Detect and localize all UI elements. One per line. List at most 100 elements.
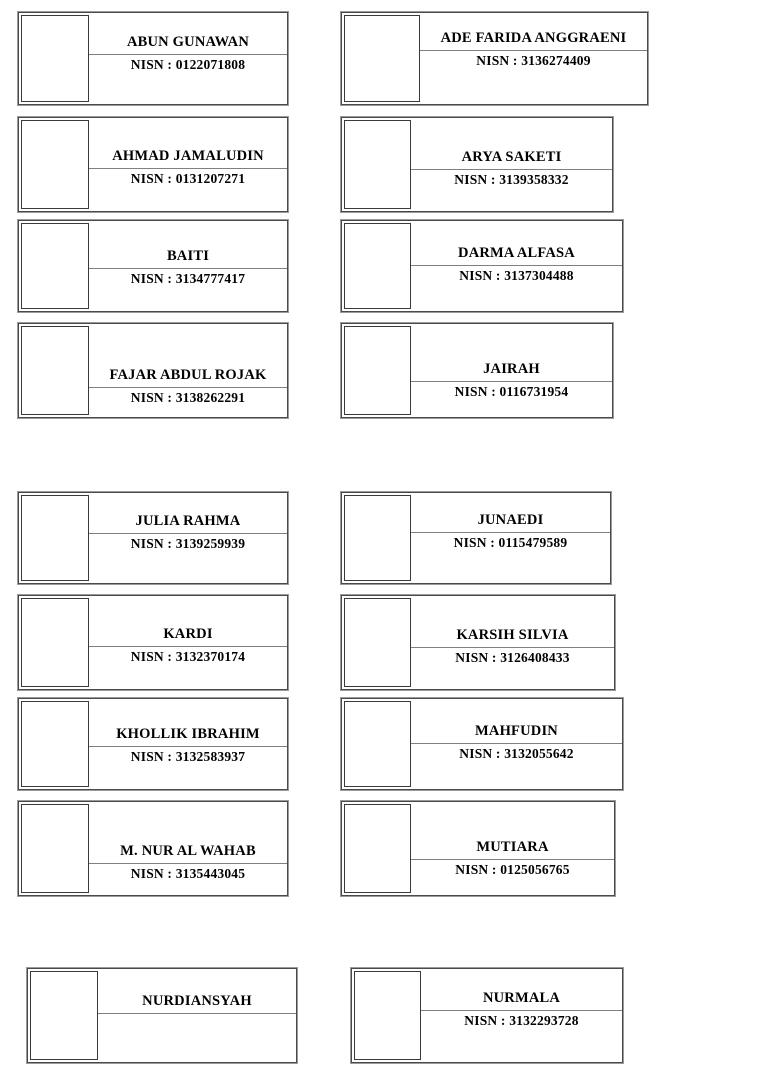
student-nisn: NISN : 3132293728 [464, 1012, 579, 1028]
photo-placeholder [21, 15, 89, 102]
student-name: KARSIH SILVIA [411, 596, 614, 648]
card-info: JAIRAH NISN : 0116731954 [411, 324, 612, 417]
student-name: KARDI [89, 596, 287, 647]
card-row: AHMAD JAMALUDIN NISN : 0131207271 ARYA S… [0, 117, 768, 220]
card-inner: JULIA RAHMA NISN : 3139259939 [19, 493, 287, 583]
card-row: M. NUR AL WAHAB NISN : 3135443045 MUTIAR… [0, 801, 768, 904]
student-nisn: NISN : 3136274409 [476, 52, 591, 68]
student-name: NURMALA [421, 969, 622, 1011]
card-inner: KARSIH SILVIA NISN : 3126408433 [342, 596, 614, 689]
student-card[interactable]: MAHFUDIN NISN : 3132055642 [341, 698, 623, 790]
card-info: ARYA SAKETI NISN : 3139358332 [411, 118, 612, 211]
photo-placeholder [21, 701, 89, 787]
student-name: M. NUR AL WAHAB [89, 802, 287, 864]
card-info: KARSIH SILVIA NISN : 3126408433 [411, 596, 614, 689]
student-card[interactable]: ARYA SAKETI NISN : 3139358332 [341, 117, 613, 212]
student-card[interactable]: KARSIH SILVIA NISN : 3126408433 [341, 595, 615, 690]
photo-placeholder [21, 495, 89, 581]
student-card[interactable]: ADE FARIDA ANGGRAENI NISN : 3136274409 [341, 12, 648, 105]
photo-placeholder [344, 326, 411, 415]
photo-placeholder [344, 598, 411, 687]
student-nisn: NISN : 3139358332 [454, 171, 569, 187]
student-card[interactable]: JUNAEDI NISN : 0115479589 [341, 492, 611, 584]
student-nisn: NISN : 3126408433 [455, 649, 570, 665]
card-group-2: JULIA RAHMA NISN : 3139259939 JUNAEDI NI… [0, 492, 768, 904]
photo-placeholder [344, 223, 411, 309]
student-name: AHMAD JAMALUDIN [89, 118, 287, 169]
student-name: FAJAR ABDUL ROJAK [89, 324, 287, 388]
photo-placeholder [21, 804, 89, 893]
student-card[interactable]: NURDIANSYAH [27, 968, 297, 1063]
student-nisn: NISN : 3132583937 [130, 748, 246, 764]
card-group-3: NURDIANSYAH NURMALA NISN : 3132293728 [0, 968, 768, 1071]
card-inner: NURDIANSYAH [28, 969, 296, 1062]
photo-placeholder [21, 223, 89, 309]
photo-placeholder [21, 120, 89, 209]
student-card[interactable]: AHMAD JAMALUDIN NISN : 0131207271 [18, 117, 288, 212]
student-name: KHOLLIK IBRAHIM [89, 699, 287, 747]
student-nisn: NISN : 3137304488 [459, 267, 574, 283]
student-card[interactable]: JAIRAH NISN : 0116731954 [341, 323, 613, 418]
photo-placeholder [344, 804, 411, 893]
card-info: JULIA RAHMA NISN : 3139259939 [89, 493, 287, 583]
card-inner: BAITI NISN : 3134777417 [19, 221, 287, 311]
student-name: ADE FARIDA ANGGRAENI [420, 13, 647, 51]
photo-placeholder [344, 15, 420, 102]
student-card[interactable]: M. NUR AL WAHAB NISN : 3135443045 [18, 801, 288, 896]
card-row: KARDI NISN : 3132370174 KARSIH SILVIA NI… [0, 595, 768, 698]
card-row: FAJAR ABDUL ROJAK NISN : 3138262291 JAIR… [0, 323, 768, 426]
student-card[interactable]: DARMA ALFASA NISN : 3137304488 [341, 220, 623, 312]
card-inner: ADE FARIDA ANGGRAENI NISN : 3136274409 [342, 13, 647, 104]
student-name: BAITI [89, 221, 287, 269]
student-nisn: NISN : 3138262291 [130, 389, 246, 405]
card-inner: ARYA SAKETI NISN : 3139358332 [342, 118, 612, 211]
card-inner: ABUN GUNAWAN NISN : 0122071808 [19, 13, 287, 104]
photo-placeholder [344, 495, 411, 581]
card-inner: AHMAD JAMALUDIN NISN : 0131207271 [19, 118, 287, 211]
student-nisn: NISN : 0116731954 [454, 383, 569, 399]
card-inner: JAIRAH NISN : 0116731954 [342, 324, 612, 417]
student-card[interactable]: NURMALA NISN : 3132293728 [351, 968, 623, 1063]
card-info: JUNAEDI NISN : 0115479589 [411, 493, 610, 583]
student-card[interactable]: JULIA RAHMA NISN : 3139259939 [18, 492, 288, 584]
student-name: NURDIANSYAH [98, 969, 296, 1014]
card-info: KHOLLIK IBRAHIM NISN : 3132583937 [89, 699, 287, 789]
student-card[interactable]: FAJAR ABDUL ROJAK NISN : 3138262291 [18, 323, 288, 418]
student-nisn: NISN : 3135443045 [130, 865, 246, 881]
student-card[interactable]: KHOLLIK IBRAHIM NISN : 3132583937 [18, 698, 288, 790]
student-name: JULIA RAHMA [89, 493, 287, 534]
card-inner: FAJAR ABDUL ROJAK NISN : 3138262291 [19, 324, 287, 417]
card-info: M. NUR AL WAHAB NISN : 3135443045 [89, 802, 287, 895]
card-inner: KHOLLIK IBRAHIM NISN : 3132583937 [19, 699, 287, 789]
card-inner: DARMA ALFASA NISN : 3137304488 [342, 221, 622, 311]
student-nisn: NISN : 0115479589 [453, 534, 568, 550]
card-inner: NURMALA NISN : 3132293728 [352, 969, 622, 1062]
card-row: KHOLLIK IBRAHIM NISN : 3132583937 MAHFUD… [0, 698, 768, 801]
card-inner: MUTIARA NISN : 0125056765 [342, 802, 614, 895]
student-nisn: NISN : 3134777417 [130, 270, 246, 286]
card-info: ABUN GUNAWAN NISN : 0122071808 [89, 13, 287, 104]
photo-placeholder [21, 598, 89, 687]
card-inner: JUNAEDI NISN : 0115479589 [342, 493, 610, 583]
card-row: NURDIANSYAH NURMALA NISN : 3132293728 [0, 968, 768, 1071]
student-nisn [98, 1014, 296, 1019]
student-name: ARYA SAKETI [411, 118, 612, 170]
card-group-1: ABUN GUNAWAN NISN : 0122071808 ADE FARID… [0, 12, 768, 426]
student-nisn: NISN : 3132370174 [130, 648, 246, 664]
document-page: ABUN GUNAWAN NISN : 0122071808 ADE FARID… [0, 12, 768, 1063]
student-name: JAIRAH [411, 324, 612, 382]
photo-placeholder [21, 326, 89, 415]
student-nisn: NISN : 0131207271 [130, 170, 246, 186]
card-inner: M. NUR AL WAHAB NISN : 3135443045 [19, 802, 287, 895]
student-card[interactable]: MUTIARA NISN : 0125056765 [341, 801, 615, 896]
student-nisn: NISN : 0122071808 [130, 56, 246, 72]
card-info: ADE FARIDA ANGGRAENI NISN : 3136274409 [420, 13, 647, 104]
student-card[interactable]: KARDI NISN : 3132370174 [18, 595, 288, 690]
student-card[interactable]: BAITI NISN : 3134777417 [18, 220, 288, 312]
student-card[interactable]: ABUN GUNAWAN NISN : 0122071808 [18, 12, 288, 105]
photo-placeholder [354, 971, 421, 1060]
card-inner: KARDI NISN : 3132370174 [19, 596, 287, 689]
card-row: JULIA RAHMA NISN : 3139259939 JUNAEDI NI… [0, 492, 768, 595]
student-name: MAHFUDIN [411, 699, 622, 744]
card-info: AHMAD JAMALUDIN NISN : 0131207271 [89, 118, 287, 211]
